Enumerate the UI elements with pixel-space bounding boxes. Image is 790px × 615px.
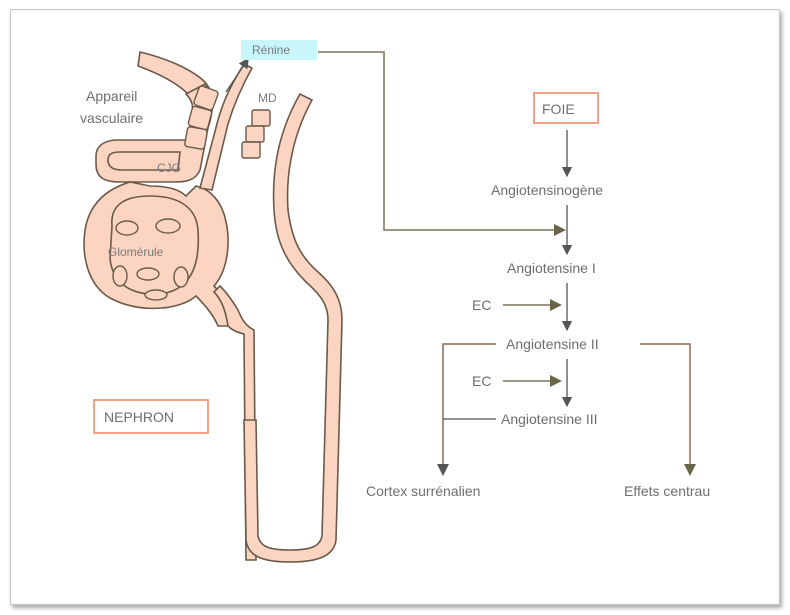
cascade-angiotensine-2: Angiotensine II [506, 336, 599, 352]
capillary [136, 267, 160, 281]
jg-cell [193, 85, 219, 111]
foie-title: FOIE [542, 101, 575, 117]
renine-label: Rénine [252, 43, 290, 57]
branch-to-central-effects [640, 343, 696, 476]
branch-to-cortex [437, 343, 496, 476]
capillary [112, 265, 128, 287]
capillary [144, 289, 168, 301]
output-effets-centraux: Effets centrau [624, 483, 710, 499]
capillary [155, 218, 181, 234]
cascade-angiotensinogene: Angiotensinogène [491, 182, 603, 198]
output-cortex-surrenalien: Cortex surrénalien [366, 483, 480, 499]
jg-cell [184, 126, 208, 150]
foie-box [533, 92, 599, 124]
label-glomerule: Glomérule [108, 245, 164, 259]
capillary [115, 220, 139, 236]
md-cell [241, 141, 261, 159]
cascade-angiotensine-1: Angiotensine I [507, 260, 596, 276]
md-cell [251, 109, 271, 127]
efferent-vessel [199, 62, 254, 191]
md-cell [245, 125, 265, 143]
renin-secretion-arrow [225, 57, 249, 93]
label-cjg: CJG [157, 161, 181, 175]
label-md: MD [258, 91, 277, 105]
renine-pathway-line [318, 51, 566, 236]
enzyme-ec-2: EC [472, 373, 491, 389]
cascade-angiotensine-3: Angiotensine III [501, 411, 598, 427]
enzyme-ec-1: EC [472, 297, 491, 313]
renine-crop-mask [236, 20, 326, 40]
label-appareil: Appareil [86, 88, 137, 104]
label-vasculaire: vasculaire [80, 110, 143, 126]
nephron-title: NEPHRON [104, 409, 174, 425]
nephron-box [93, 399, 209, 434]
nephron-anatomy [83, 51, 343, 563]
loop-of-henle [243, 92, 343, 563]
capillary [173, 266, 189, 288]
